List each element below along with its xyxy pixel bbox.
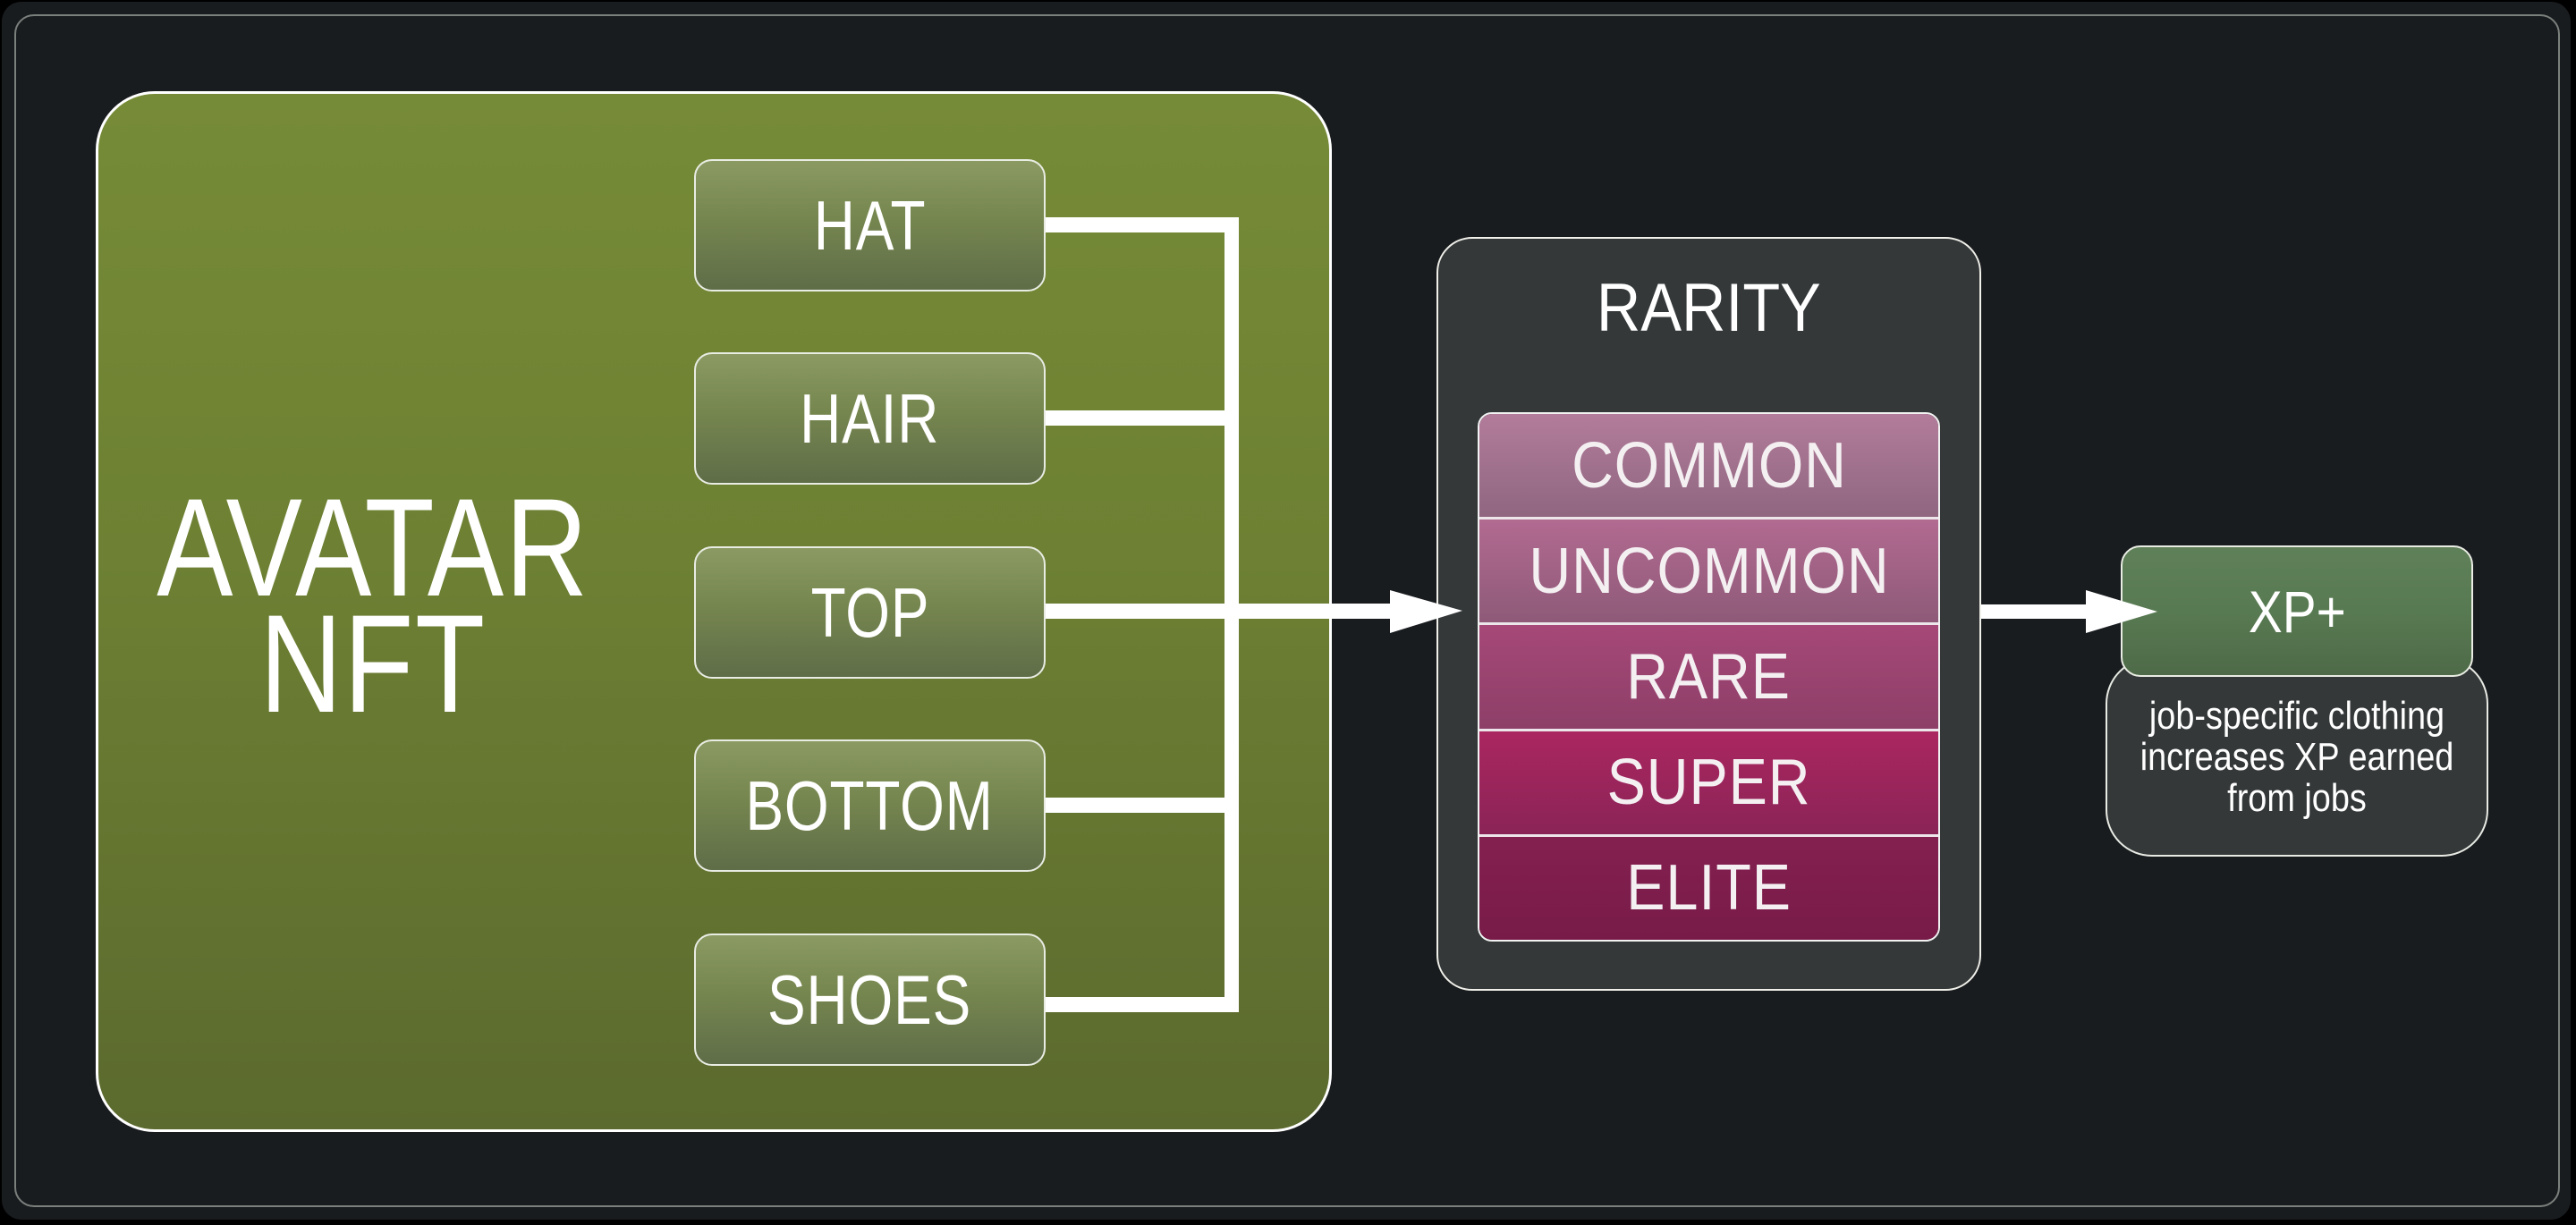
xp-note-line-1: job-specific clothing: [2148, 694, 2445, 738]
tier-label: COMMON: [1571, 429, 1847, 502]
rarity-title: RARITY: [1436, 268, 1981, 349]
avatar-title-line-2: NFT: [259, 587, 487, 742]
item-bottom: BOTTOM: [694, 739, 1046, 872]
tier-label: SUPER: [1606, 747, 1811, 819]
item-hair: HAIR: [694, 352, 1046, 485]
tier-rare: RARE: [1479, 625, 1938, 731]
item-hat: HAT: [694, 159, 1046, 291]
rarity-tier-list: COMMON UNCOMMON RARE SUPER ELITE: [1478, 412, 1940, 942]
rarity-title-text: RARITY: [1597, 270, 1821, 346]
tier-elite: ELITE: [1479, 836, 1938, 940]
avatar-title-line-1: AVATAR: [157, 470, 589, 626]
item-label: HAIR: [800, 379, 940, 458]
tier-uncommon: UNCOMMON: [1479, 520, 1938, 626]
item-shoes: SHOES: [694, 934, 1046, 1066]
tier-label: UNCOMMON: [1528, 535, 1890, 607]
item-label: SHOES: [767, 960, 972, 1039]
item-label: BOTTOM: [745, 766, 995, 845]
xp-note-box: [2106, 657, 2488, 857]
xp-note-line-3: from jobs: [2227, 776, 2367, 820]
item-top: TOP: [694, 546, 1046, 679]
xp-label: XP+: [2248, 578, 2346, 645]
xp-note-text: job-specific clothing increases XP earne…: [2106, 696, 2488, 819]
tier-common: COMMON: [1479, 414, 1938, 520]
tier-label: ELITE: [1626, 852, 1792, 925]
xp-plus-box: XP+: [2121, 545, 2473, 677]
avatar-nft-title: AVATAR NFT: [96, 470, 650, 742]
tier-label: RARE: [1626, 641, 1792, 713]
frame-border: [14, 14, 2560, 1207]
xp-note-line-2: increases XP earned: [2140, 735, 2454, 779]
tier-super: SUPER: [1479, 731, 1938, 837]
item-label: TOP: [810, 573, 929, 652]
item-label: HAT: [813, 186, 927, 265]
